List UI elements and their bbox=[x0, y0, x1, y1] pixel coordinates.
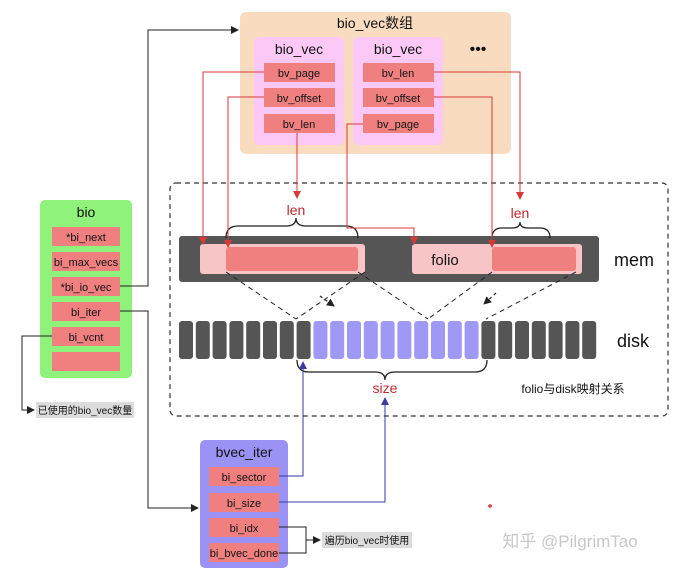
disk-block bbox=[582, 321, 597, 359]
iter-note: 遍历bio_vec时使用 bbox=[325, 534, 409, 547]
bio-vec-red-arrows bbox=[199, 71, 524, 248]
bi-io-vec-pointer bbox=[120, 26, 239, 287]
disk-block-mapped bbox=[363, 321, 378, 359]
bi-sector-arrow bbox=[279, 361, 307, 477]
bi-size-arrow bbox=[279, 397, 389, 503]
disk-block bbox=[565, 321, 580, 359]
disk-block bbox=[481, 321, 496, 359]
disk-block-mapped bbox=[380, 321, 395, 359]
size-label: size bbox=[373, 380, 398, 396]
disk-block bbox=[531, 321, 546, 359]
disk-block-mapped bbox=[431, 321, 445, 359]
bio-field-bi-io-vec: *bi_io_vec bbox=[61, 282, 112, 294]
disk-block bbox=[212, 321, 227, 359]
disk-block-mapped bbox=[330, 321, 345, 359]
disk-block bbox=[548, 321, 563, 359]
folio-label: folio bbox=[431, 252, 459, 269]
iter-note-connector bbox=[279, 526, 320, 554]
bio-vec-1-field-len: bv_len bbox=[283, 119, 315, 131]
bio-vec-2: bio_vec bv_len bv_offset bv_page bbox=[353, 37, 443, 145]
bvec-iter-field-bi-sector: bi_sector bbox=[222, 472, 267, 484]
bi-iter-pointer bbox=[120, 310, 199, 512]
disk-block bbox=[263, 321, 277, 359]
len-label-left: len bbox=[287, 202, 306, 218]
bio-vec-1-title: bio_vec bbox=[275, 41, 323, 57]
len-brace-right bbox=[491, 221, 551, 239]
disk-block-mapped bbox=[313, 321, 328, 359]
mem-segment-1-len bbox=[226, 247, 358, 271]
bio-field-empty bbox=[52, 352, 120, 371]
disk-block bbox=[498, 321, 513, 359]
bi-vcnt-note-connector bbox=[21, 335, 52, 414]
bvec-iter-field-bi-bvec-done: bi_bvec_done bbox=[210, 548, 279, 560]
disk-block bbox=[195, 321, 210, 359]
mem-disk-mapping-lines bbox=[225, 271, 577, 320]
mem-segment-2-len bbox=[492, 247, 576, 271]
bvec-iter-field-bi-idx: bi_idx bbox=[230, 523, 259, 535]
iter-note-box bbox=[322, 532, 412, 548]
bio-title: bio bbox=[77, 204, 96, 220]
bio-struct: bio *bi_next bi_max_vecs *bi_io_vec bi_i… bbox=[40, 200, 132, 378]
disk-block bbox=[279, 321, 294, 359]
disk-block-mapped bbox=[347, 321, 361, 359]
bio-vec-array-title: bio_vec数组 bbox=[337, 15, 413, 31]
bio-field-bi-next: *bi_next bbox=[66, 232, 106, 244]
bio-vec-1-field-page: bv_page bbox=[278, 68, 320, 80]
disk-block-mapped bbox=[414, 321, 429, 359]
mem-label: mem bbox=[614, 250, 654, 270]
bio-vec-1-field-offset: bv_offset bbox=[277, 93, 321, 105]
bio-vec-2-field-offset: bv_offset bbox=[376, 93, 420, 105]
bio-field-bi-vcnt: bi_vcnt bbox=[69, 332, 104, 344]
disk-label: disk bbox=[617, 331, 650, 351]
bio-field-bi-max-vecs: bi_max_vecs bbox=[54, 257, 119, 269]
bvec-iter-title: bvec_iter bbox=[216, 444, 273, 460]
len-label-right: len bbox=[511, 205, 530, 221]
bvec-iter-field-bi-size: bi_size bbox=[227, 498, 261, 510]
disk-block bbox=[229, 321, 244, 359]
mapping-arrow-right bbox=[483, 292, 497, 305]
disk-block bbox=[296, 321, 311, 359]
disk-block bbox=[515, 321, 529, 359]
bi-vcnt-note-box bbox=[36, 402, 134, 418]
bio-vec-1: bio_vec bv_page bv_offset bv_len bbox=[254, 37, 344, 145]
bio-vec-2-field-page: bv_page bbox=[377, 119, 419, 131]
disk-blocks bbox=[179, 321, 597, 359]
size-brace bbox=[296, 359, 488, 381]
red-dot bbox=[488, 504, 492, 508]
mapping-caption: folio与disk映射关系 bbox=[521, 381, 624, 396]
len-brace-left bbox=[225, 217, 359, 239]
watermark: 知乎 @PilgrimTao bbox=[502, 532, 637, 551]
more-dots: ••• bbox=[470, 41, 487, 58]
mapping-frame bbox=[169, 182, 669, 417]
disk-block bbox=[246, 321, 261, 359]
mapping-arrow-left bbox=[319, 295, 335, 307]
disk-block-mapped bbox=[397, 321, 412, 359]
bio-vec-2-title: bio_vec bbox=[374, 41, 422, 57]
bi-vcnt-note: 已使用的bio_vec数量 bbox=[38, 404, 132, 417]
bvec-iter-struct: bvec_iter bi_sector bi_size bi_idx bi_bv… bbox=[200, 440, 288, 568]
bio-vec-2-field-len: bv_len bbox=[382, 68, 414, 80]
disk-block-mapped bbox=[447, 321, 462, 359]
disk-block bbox=[179, 321, 193, 359]
mem-bar: folio bbox=[179, 236, 599, 282]
bio-field-bi-iter: bi_iter bbox=[71, 307, 101, 319]
disk-block-mapped bbox=[464, 321, 479, 359]
